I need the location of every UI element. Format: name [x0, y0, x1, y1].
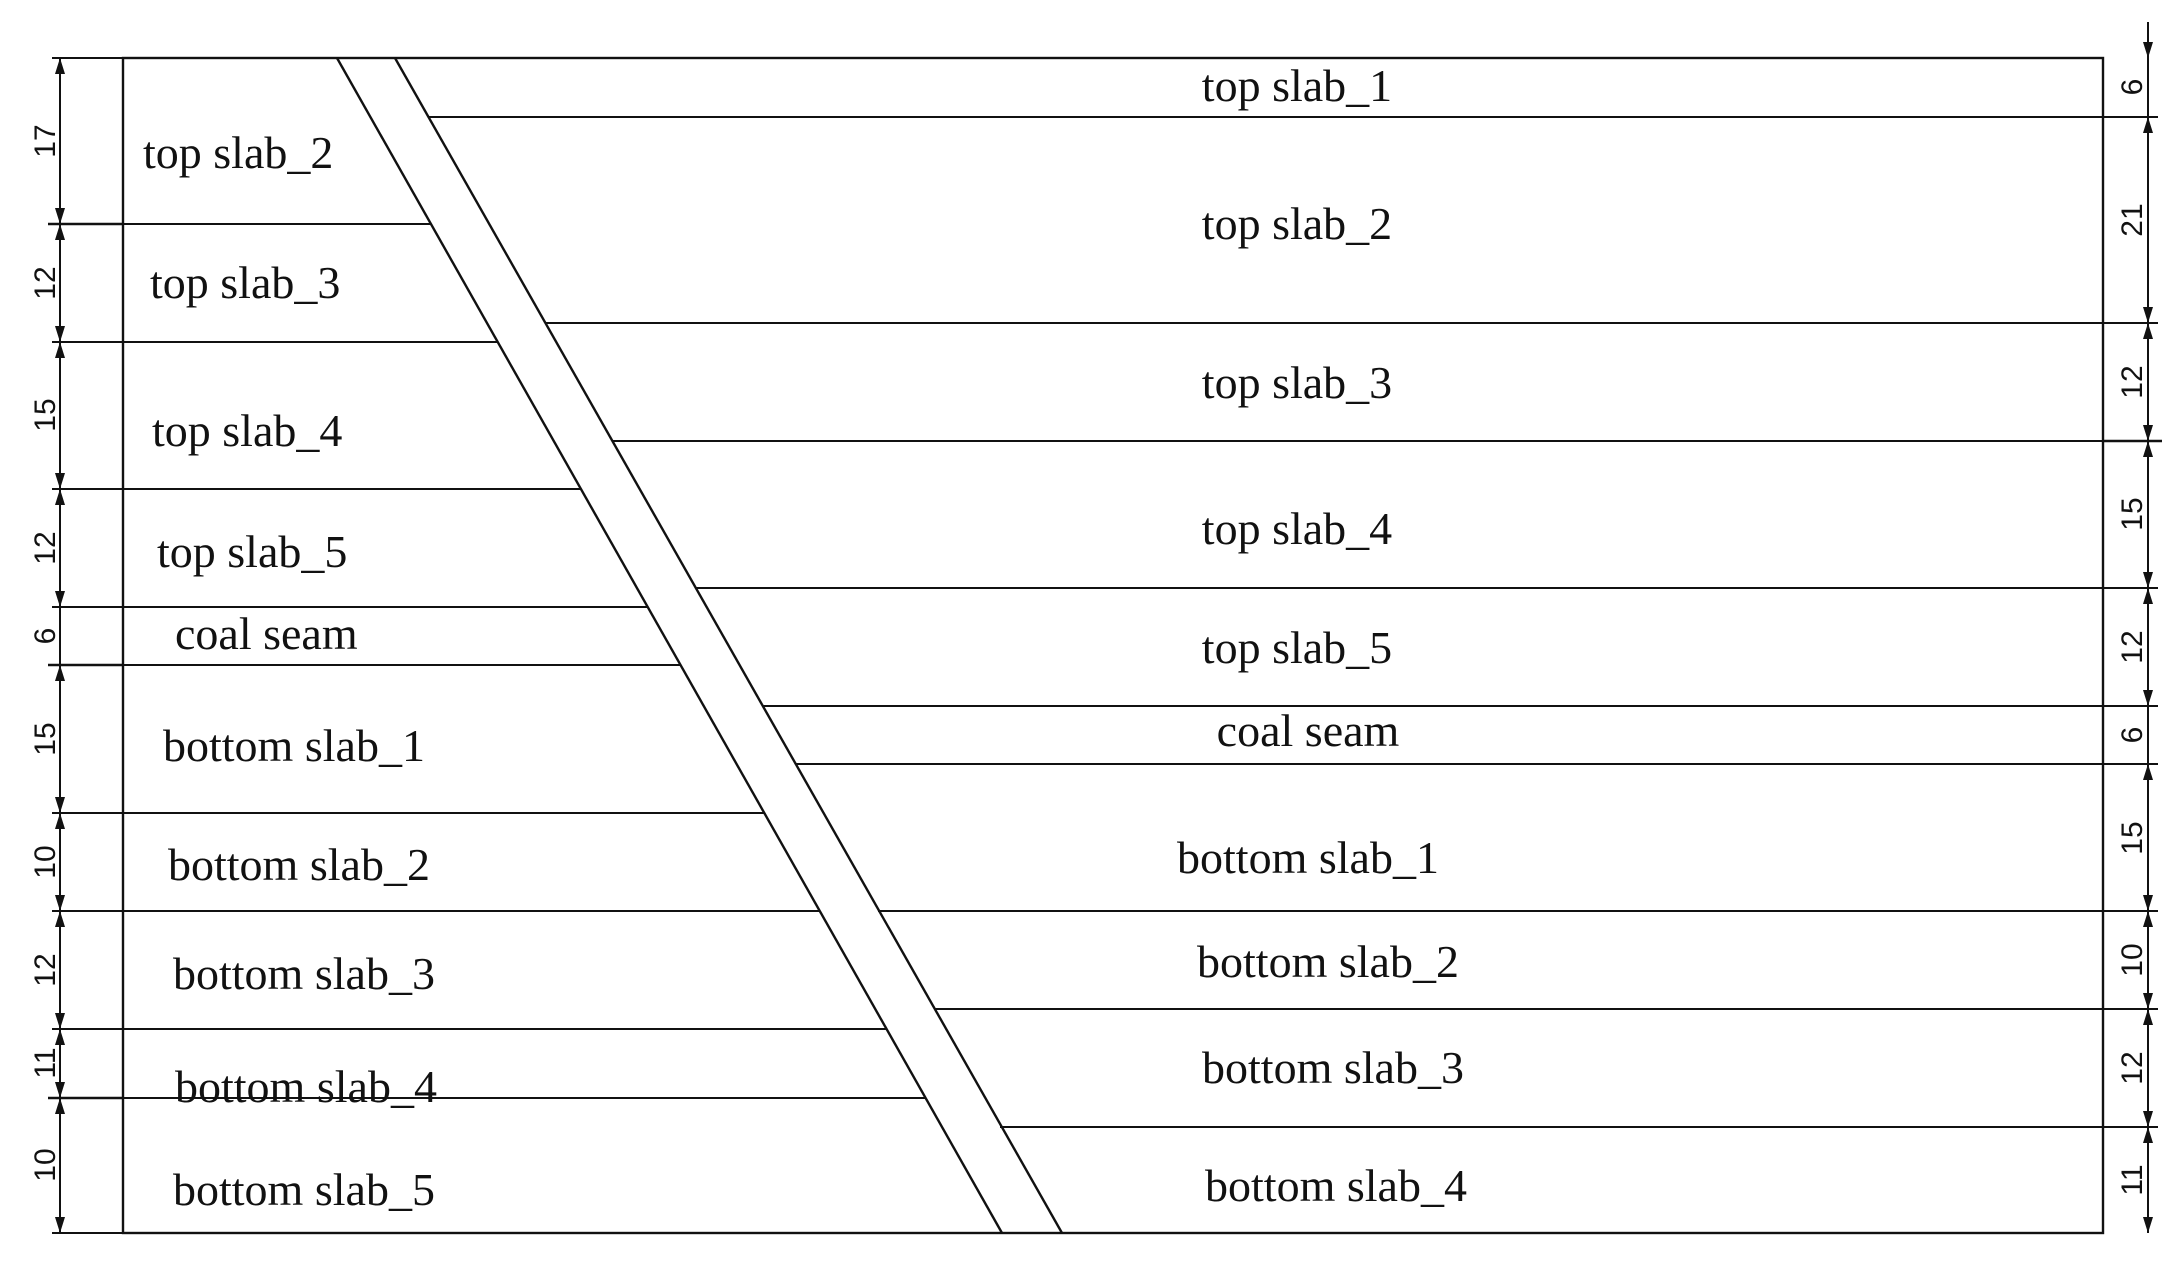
- arrowhead: [55, 591, 65, 607]
- arrowhead: [2143, 1111, 2153, 1127]
- dimension-value: 6: [29, 628, 62, 645]
- layer-label: bottom slab_3: [1202, 1042, 1464, 1093]
- arrowhead: [55, 208, 65, 224]
- dimension-value: 12: [29, 266, 62, 299]
- arrowhead: [55, 1029, 65, 1045]
- layer-label: top slab_5: [1202, 622, 1392, 673]
- arrowhead: [55, 58, 65, 74]
- layer-label: bottom slab_4: [175, 1061, 437, 1112]
- layer-label: bottom slab_1: [1177, 832, 1439, 883]
- layer-label: bottom slab_2: [168, 839, 430, 890]
- arrowhead: [2143, 588, 2153, 604]
- right-dimension-scale: 6 21 12 15 12 6 15 10 12 11: [2103, 22, 2162, 1233]
- layer-label: top slab_2: [143, 127, 333, 178]
- dimension-value: 12: [29, 953, 62, 986]
- dimension-value: 17: [29, 124, 62, 157]
- arrowhead: [2143, 1009, 2153, 1025]
- fault-line-left: [335, 57, 1004, 1234]
- arrowhead: [2143, 1217, 2153, 1233]
- arrowhead: [55, 473, 65, 489]
- layer-label: bottom slab_3: [173, 948, 435, 999]
- arrowhead: [55, 326, 65, 342]
- dimension-value: 15: [2116, 497, 2149, 530]
- dimension-value: 12: [29, 531, 62, 564]
- dimension-value: 12: [2116, 630, 2149, 663]
- layer-label: top slab_4: [1202, 503, 1392, 554]
- arrowhead: [55, 342, 65, 358]
- arrowhead: [55, 224, 65, 240]
- layer-label: coal seam: [1217, 705, 1400, 756]
- arrowhead: [2143, 42, 2153, 58]
- arrowhead: [55, 813, 65, 829]
- arrowhead: [55, 1013, 65, 1029]
- left-boundaries: [123, 223, 925, 1099]
- dimension-value: 15: [29, 722, 62, 755]
- dimension-value: 11: [2116, 1164, 2149, 1195]
- dimension-value: 21: [2116, 203, 2149, 236]
- left-dimension-scale: 17 12 15 12 6 15 10 12 11 10: [29, 57, 123, 1234]
- arrowhead: [2143, 307, 2153, 323]
- arrowhead: [2143, 993, 2153, 1009]
- arrowhead: [55, 1098, 65, 1114]
- arrowhead: [55, 895, 65, 911]
- layer-label: top slab_2: [1202, 198, 1392, 249]
- arrowhead: [2143, 895, 2153, 911]
- arrowhead: [2143, 117, 2153, 133]
- layer-label: bottom slab_2: [1197, 936, 1459, 987]
- layer-label: top slab_3: [1202, 357, 1392, 408]
- right-boundaries: [428, 116, 2103, 1128]
- layer-label: bottom slab_4: [1205, 1160, 1467, 1211]
- arrowhead: [2143, 572, 2153, 588]
- layer-label: top slab_4: [152, 405, 342, 456]
- arrowhead: [2143, 764, 2153, 780]
- arrowhead: [55, 1082, 65, 1098]
- dimension-value: 15: [29, 398, 62, 431]
- layer-label: top slab_5: [157, 526, 347, 577]
- layer-label: top slab_3: [150, 257, 340, 308]
- arrowhead: [2143, 1127, 2153, 1143]
- arrowhead: [2143, 441, 2153, 457]
- layer-label: coal seam: [175, 608, 358, 659]
- outer-frame: [121, 56, 2105, 1235]
- layer-label: bottom slab_5: [173, 1164, 435, 1215]
- dimension-value: 12: [2116, 1051, 2149, 1084]
- right-labels: top slab_1 top slab_2 top slab_3 top sla…: [1177, 60, 1467, 1211]
- arrowhead: [2143, 911, 2153, 927]
- arrowhead: [2143, 323, 2153, 339]
- arrowhead: [2143, 690, 2153, 706]
- dimension-value: 6: [2116, 727, 2149, 744]
- layer-label: bottom slab_1: [163, 720, 425, 771]
- fault-line-right: [393, 57, 1064, 1234]
- dimension-value: 10: [29, 845, 62, 878]
- dimension-value: 11: [29, 1047, 62, 1078]
- arrowhead: [55, 489, 65, 505]
- arrowhead: [2143, 425, 2153, 441]
- left-labels: top slab_2 top slab_3 top slab_4 top sla…: [143, 127, 437, 1215]
- dimension-value: 10: [29, 1148, 62, 1181]
- arrowhead: [55, 665, 65, 681]
- layer-label: top slab_1: [1202, 60, 1392, 111]
- dimension-value: 6: [2116, 79, 2149, 96]
- dimension-value: 15: [2116, 821, 2149, 854]
- dimension-value: 12: [2116, 365, 2149, 398]
- arrowhead: [55, 797, 65, 813]
- dimension-value: 10: [2116, 943, 2149, 976]
- arrowhead: [55, 1217, 65, 1233]
- arrowhead: [55, 911, 65, 927]
